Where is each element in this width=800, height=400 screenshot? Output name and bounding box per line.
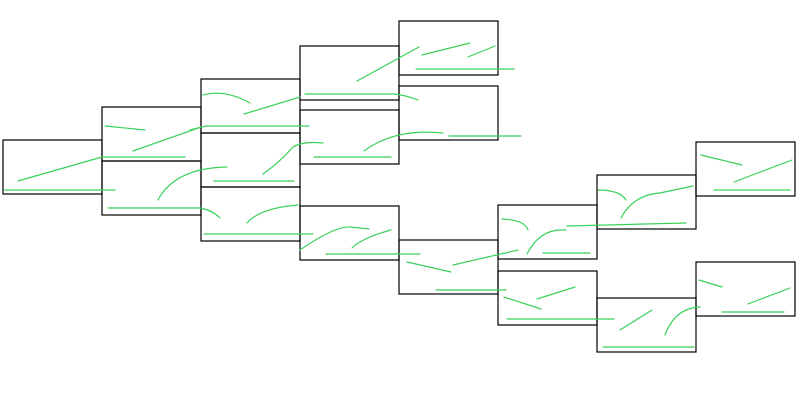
- stroke: [421, 42, 471, 56]
- node-boxes: [2, 20, 796, 353]
- node-box: [695, 141, 796, 197]
- stroke: [107, 207, 221, 219]
- node-box: [101, 106, 202, 162]
- stroke: [536, 286, 576, 300]
- node-box: [101, 160, 202, 216]
- stroke: [597, 189, 627, 201]
- stroke: [406, 261, 452, 273]
- stroke: [132, 126, 202, 152]
- node-box: [299, 45, 400, 101]
- node-box: [398, 20, 499, 76]
- stroke: [189, 125, 310, 131]
- node-box: [2, 139, 103, 195]
- stroke: [700, 154, 743, 166]
- stroke: [356, 46, 420, 82]
- stroke: [104, 125, 146, 131]
- stroke: [304, 93, 419, 101]
- stroke: [619, 309, 653, 331]
- green-strokes: [4, 42, 793, 348]
- stroke: [363, 131, 444, 152]
- node-box: [695, 261, 796, 317]
- stroke: [351, 229, 392, 249]
- stroke: [747, 287, 791, 305]
- stroke: [503, 296, 542, 310]
- node-box: [398, 85, 499, 141]
- node-box: [398, 239, 499, 295]
- stroke: [246, 204, 299, 224]
- node-box: [596, 297, 697, 353]
- node-box: [200, 132, 301, 188]
- stroke: [566, 222, 687, 227]
- node-box: [596, 174, 697, 230]
- stroke: [243, 96, 301, 115]
- stroke: [157, 166, 228, 201]
- stroke: [698, 279, 723, 288]
- node-box: [497, 204, 598, 260]
- stroke: [262, 141, 324, 175]
- node-box: [299, 109, 400, 165]
- stroke: [526, 229, 567, 255]
- node-box: [299, 205, 400, 261]
- stroke: [17, 156, 103, 182]
- stroke: [620, 185, 694, 219]
- stroke: [501, 218, 529, 231]
- stroke: [467, 45, 496, 58]
- stroke: [202, 92, 251, 104]
- stroke: [299, 226, 370, 251]
- node-box: [200, 78, 301, 134]
- stroke: [452, 249, 519, 266]
- stroke: [733, 159, 793, 183]
- stroke: [664, 306, 701, 336]
- node-box: [497, 270, 598, 326]
